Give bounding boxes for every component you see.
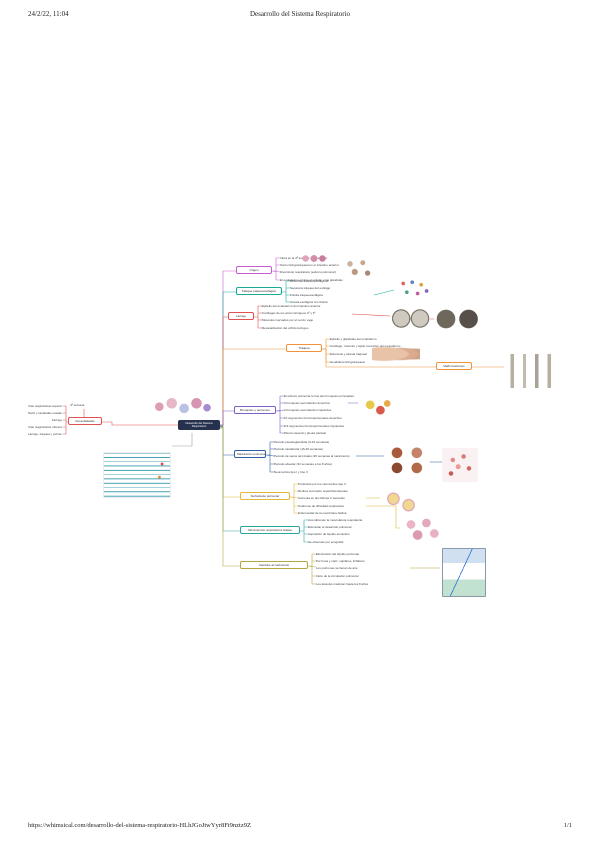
map-leaf: Pleura visceral y pleura parietal [284, 431, 326, 435]
map-leaf: Los pulmones se llenan de aire [316, 566, 358, 570]
embryo-head-image [300, 252, 328, 265]
map-leaf: Periodo pseudoglandular (6-16 semanas) [274, 440, 330, 444]
print-timestamp: 24/2/22, 11:04 [28, 10, 69, 18]
branch-connector-olive [219, 427, 441, 585]
map-leaf: Por boca y nariz, capilares, linfáticos [316, 559, 365, 563]
map-leaf: Producido por los neumocitos tipo II [298, 482, 346, 486]
map-leaf: Acondicionan la musculatura respiratoria [308, 518, 363, 522]
map-leaf: Los alvéolos maduran hasta los 8 años [316, 582, 369, 586]
map-leaf: Recanalización del orificio laríngeo [262, 326, 309, 330]
map-leaf: Aspiración de líquido amniótico [308, 532, 350, 536]
map-leaf: Vías respiratorias superiores [28, 404, 62, 408]
branch-connector-teal2 [219, 426, 309, 543]
branch-node: Origen [236, 266, 272, 275]
map-leaf: 8-9 segmentos broncopulmonares izquierdo… [284, 424, 345, 428]
map-leaf: Surco laringotraqueal en el intestino an… [280, 263, 339, 267]
branch-node: Tráquea [286, 344, 322, 353]
terminal-sac-image [382, 486, 420, 518]
map-leaf: Músculos inervados por el nervio vago [262, 318, 314, 322]
map-leaf: Periodo de sacos terminales (26 semanas … [274, 454, 350, 458]
map-leaf: Faringe [51, 418, 62, 422]
alveoli-image [400, 514, 444, 544]
branch-node: Tabique traqueoesofágico [236, 287, 282, 296]
map-leaf: Epitelio del endodermo del intestino ant… [262, 304, 321, 308]
map-leaf: 4ª semana [70, 403, 85, 407]
branch-node: Maduración pulmonar [234, 450, 266, 459]
map-leaf: Estimulan el desarrollo pulmonar [308, 525, 352, 529]
map-leaf: Periodo canalicular (16-26 semanas) [274, 447, 324, 451]
skeleton-xray-image [506, 354, 562, 388]
map-leaf: Periodo alveolar (32 semanas a los 8 año… [274, 462, 332, 466]
branch-node: Cambios al nacimiento [240, 561, 308, 570]
map-leaf: Laringe, tráquea y pulmones [28, 432, 62, 436]
cell-diagram-image [396, 276, 432, 301]
branch-node: Movimientos respiratorios fetales [240, 526, 300, 535]
summary-table-image [103, 452, 171, 498]
map-leaf: Aumenta en las últimas 2 semanas [298, 496, 345, 500]
map-leaf: Inicio de la circulación pulmonar [316, 574, 359, 578]
map-leaf: Cartílago, músculo y tejido conectivo de… [330, 344, 401, 348]
palate-development-image [434, 304, 482, 334]
page-number: 1/1 [563, 822, 572, 829]
map-leaf: 10 segmentos broncopulmonares derechos [284, 416, 342, 420]
branch-node: Surfactante pulmonar [240, 492, 290, 501]
lung-bud-image [360, 394, 394, 421]
branch-connector-purple [219, 395, 359, 434]
map-leaf: Epitelio y glándulas del endodermo [330, 337, 377, 341]
print-url: https://whimsical.com/desarrollo-del-sis… [28, 822, 251, 829]
map-leaf: Atresia esofágica con fístula [290, 300, 328, 304]
map-leaf: Enfermedad de la membrana hialina [298, 511, 347, 515]
growth-chart-image [442, 548, 486, 597]
central-connector-gray [171, 432, 193, 447]
map-leaf: Hendidura laringotraqueal [330, 360, 365, 364]
branch-node: Laringe [228, 312, 254, 321]
branch-subnode: Malformaciones [436, 362, 472, 371]
central-topic: Desarrollo del Sistema Respiratorio [178, 420, 220, 430]
map-leaf: Fístula traqueoesofágica [290, 293, 323, 297]
branch-connector-magenta [219, 257, 281, 426]
embryo-stages-image [150, 388, 212, 422]
face-development-image [390, 305, 430, 332]
map-leaf: Rebordes traqueoesofágicos [290, 279, 329, 283]
map-leaf: Reduce la tensión superficial alveolar [298, 489, 348, 493]
map-leaf: Vías respiratorias inferiores [28, 425, 62, 429]
map-leaf: Separa la tráquea del esófago [290, 286, 331, 290]
map-leaf: Síndrome de dificultad respiratoria [298, 504, 344, 508]
histology-slides-image [386, 442, 430, 478]
map-leaf: Eliminación del líquido pulmonar [316, 552, 360, 556]
map-leaf: Divertículo respiratorio (esbozo pulmona… [280, 270, 336, 274]
left-branch-node: Generalidades [68, 417, 102, 426]
map-leaf: Se observan por ecografía [308, 540, 344, 544]
map-leaf: Estenosis y atresia traqueal [330, 352, 367, 356]
map-leaf: 3 bronquios secundarios derechos [284, 401, 330, 405]
print-title: Desarrollo del Sistema Respiratorio [249, 10, 351, 18]
map-leaf: El esbozo pulmonar forma dos bronquios p… [284, 394, 354, 398]
map-leaf: Nariz y cavidades nasales [28, 411, 62, 415]
map-leaf: Cartílagos de los arcos faríngeos 4º y 6… [262, 311, 316, 315]
alveoli-cells-image [442, 448, 478, 482]
fetus-figures-image [342, 257, 374, 280]
branch-node: Bronquios y pulmones [234, 406, 276, 415]
map-leaf: Neumocitos tipo I y tipo II [274, 470, 308, 474]
map-leaf: El endodermo origina el epitelio y las g… [280, 278, 343, 282]
larynx-cartilage-image [372, 344, 420, 364]
map-leaf: 2 bronquios secundarios izquierdos [284, 408, 332, 412]
